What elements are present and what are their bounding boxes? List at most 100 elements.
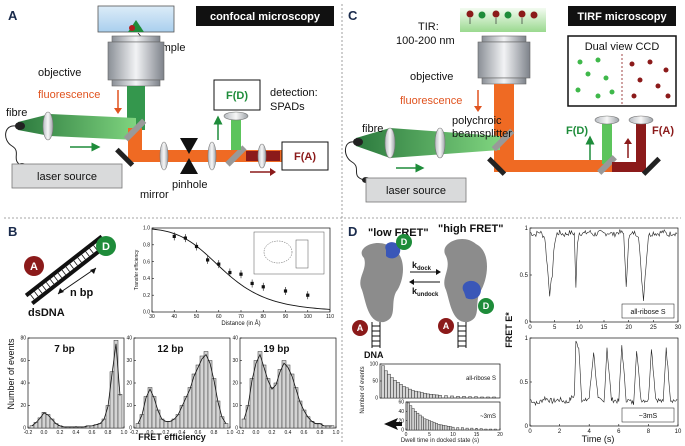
- mirror-label: mirror: [140, 189, 169, 201]
- kundock-k: k: [412, 286, 418, 296]
- curve-xtick-label-8: 110: [326, 314, 334, 320]
- hist2-xtick-label-4: 0.6: [195, 430, 202, 436]
- trace1-xtick-label-4: 20: [625, 325, 632, 331]
- hist3-bar-8: [273, 382, 279, 429]
- dwell1-ytick-label-1: 50: [372, 379, 378, 385]
- dwell2-bar-14: [439, 424, 443, 431]
- high-fret-domain: [462, 280, 481, 300]
- hist1-bar-19: [105, 405, 111, 429]
- fd-detector: [213, 79, 261, 111]
- objective-base: [111, 79, 161, 87]
- tir-layer: [460, 8, 546, 32]
- dwell2-xtick-label-2: 10: [450, 432, 456, 438]
- hist2-bar-14: [191, 373, 197, 429]
- high-fret-complex: [444, 239, 487, 323]
- hist2-ytick-label-4: 40: [126, 336, 132, 342]
- dwell2-bar-2: [411, 408, 415, 431]
- excitation-beam: [18, 114, 136, 140]
- dwell2-bar-8: [425, 419, 429, 431]
- tirf-donor-lens: [594, 115, 620, 125]
- hist2-ytick-label-2: 20: [126, 381, 132, 387]
- hist2-label: 12 bp: [157, 344, 183, 355]
- dwell2-xtick-label-1: 5: [428, 432, 431, 438]
- hist3-bar-1: [245, 405, 251, 429]
- tirf-fibre-cable: [345, 141, 365, 181]
- high-fret-dna: [457, 322, 467, 348]
- hist1-ytick-label-0: 0: [23, 426, 26, 432]
- tirf-objective-top: [481, 35, 527, 43]
- hist-xlabel: FRET efficiency: [138, 432, 206, 442]
- trace2-xtick-label-2: 4: [588, 429, 592, 435]
- curve-point-5: [228, 270, 232, 275]
- dwell1-bar-14: [423, 392, 427, 399]
- acceptor-arrow-head: [270, 168, 276, 176]
- curve-xtick-label-7: 100: [304, 314, 313, 320]
- dwell1-bar-10: [411, 390, 415, 399]
- dwell1-bar-22: [456, 396, 460, 399]
- hist2-xtick-label-3: 0.4: [179, 430, 186, 436]
- donor-beam: [231, 112, 241, 150]
- panel-d: D "low FRET" "high FRET" D A DNA kdock k…: [348, 223, 682, 444]
- curve-inset-circle: [263, 240, 293, 264]
- dwell1-bar-8: [405, 387, 409, 399]
- hist3-bar-11: [285, 364, 291, 429]
- acceptor-dye: [24, 256, 44, 276]
- hist3-ytick-label-3: 30: [232, 358, 238, 364]
- low-fret-complex: [360, 242, 403, 323]
- dwell1-label: all-ribose S: [466, 376, 496, 382]
- curve-ytick-label-5: 1.0: [143, 226, 150, 232]
- low-fret-donor-label: D: [401, 237, 408, 247]
- nbp-arrow-head-1: [58, 288, 64, 294]
- trace2-xtick-label-3: 6: [617, 429, 621, 435]
- hist-ylabel: Number of events: [6, 338, 16, 410]
- dwell2-ytick-label-1: 20: [398, 418, 404, 424]
- hist2-ytick-label-0: 0: [129, 426, 132, 432]
- dwell1-bar-2: [387, 373, 391, 399]
- hist2-xtick-label-2: 0.2: [163, 430, 170, 436]
- dwell2-ytick-label-3: 60: [398, 400, 404, 406]
- trace1-xtick-label-5: 25: [650, 325, 657, 331]
- dwell2-bar-21: [460, 427, 464, 431]
- trace1-xtick-label-0: 0: [528, 325, 532, 331]
- trace-xlabel: Time (s): [582, 434, 615, 444]
- dwell1-bar-11: [414, 390, 418, 399]
- hist1-xtick-label-1: 0.0: [41, 430, 48, 436]
- curve-ytick-label-4: 0.8: [143, 242, 150, 248]
- fluorescence-arrow-head: [114, 108, 122, 114]
- curve-point-0: [172, 234, 176, 238]
- curve-point-2: [194, 244, 199, 249]
- tirf-mirror: [487, 156, 507, 176]
- hist3-bar-7: [269, 387, 275, 429]
- curve-xtick-label-2: 50: [194, 314, 200, 320]
- dwell2-bar-10: [430, 421, 434, 431]
- donor-dye-label: D: [102, 241, 110, 253]
- dwell1-bar-0: [381, 365, 385, 399]
- high-fret-donor: [478, 298, 494, 314]
- acceptor-lens: [257, 143, 267, 169]
- hist2-ytick-label-1: 10: [126, 403, 132, 409]
- fa-detector: [281, 141, 329, 171]
- dwell1-ytick-label-0: 0: [375, 396, 378, 402]
- curve-xtick-label-3: 60: [216, 314, 222, 320]
- hist2-ytick-label-3: 30: [126, 358, 132, 364]
- high-fret-acceptor-label: A: [443, 321, 450, 331]
- curve-xtick-label-5: 80: [260, 314, 266, 320]
- tirf-donor-splitter: [597, 155, 617, 175]
- hist2-bar-20: [215, 400, 221, 429]
- hist3-ytick-label-4: 40: [232, 336, 238, 342]
- dwell2-bar-5: [418, 414, 422, 431]
- panel-c-letter: C: [348, 8, 358, 23]
- nbp-label: n bp: [70, 287, 93, 299]
- curve-inset: [253, 231, 325, 275]
- fibre-label: fibre: [6, 107, 27, 119]
- dwell1-bar-13: [420, 392, 424, 399]
- pinhole-top: [180, 138, 198, 154]
- polychroic-label-1: polychroic: [452, 115, 502, 127]
- trace2-ytick-label-1: 0.5: [520, 380, 529, 386]
- tirf-lens-2: [434, 127, 446, 159]
- curve-ytick-label-2: 0.4: [143, 276, 150, 282]
